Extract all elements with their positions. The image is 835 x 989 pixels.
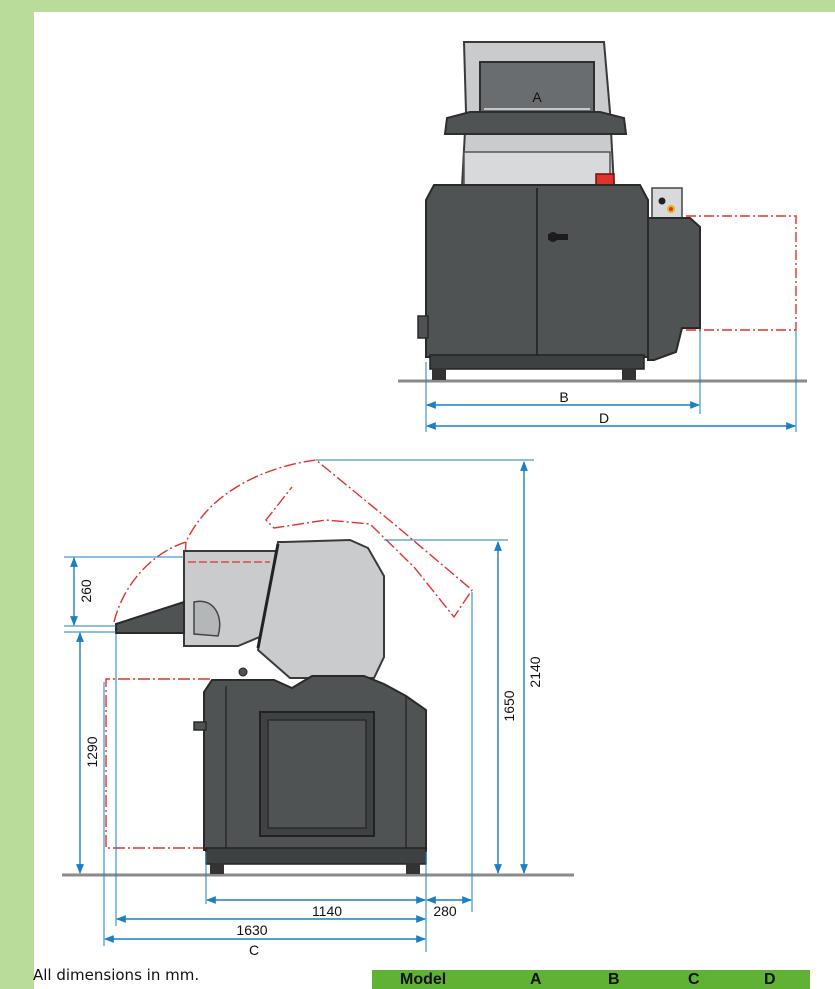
side-base	[205, 847, 427, 865]
table-header-b: B	[608, 971, 620, 988]
dim-2140-label: 2140	[527, 656, 543, 687]
dim-1630-label: 1630	[236, 922, 267, 938]
dim-d-label: D	[599, 410, 609, 426]
front-hood-lower	[463, 151, 611, 189]
front-hopper-lip	[443, 111, 628, 135]
drawing-sheet: A B D	[34, 12, 835, 989]
dim-c-label: C	[249, 942, 259, 958]
side-hopper-flap	[193, 600, 221, 637]
side-feed-chute	[115, 600, 185, 634]
side-door-panel	[267, 719, 367, 829]
side-foot-left	[210, 863, 224, 874]
dim-b-label: B	[559, 389, 568, 405]
dim-1650-label: 1650	[501, 690, 517, 721]
dim-280-label: 280	[433, 903, 457, 919]
side-phantom-door	[105, 678, 210, 849]
front-foot-left	[432, 368, 446, 380]
side-lid	[256, 538, 385, 679]
side-rear-knob	[193, 721, 207, 731]
side-top-bolt	[238, 667, 248, 677]
side-view: 260 1290 1650 2140 1140 280 1630 C	[62, 459, 574, 958]
front-foot-right	[622, 368, 636, 380]
side-lid-hinge	[256, 543, 280, 649]
spec-table-header: Model A B C D	[372, 970, 810, 989]
table-header-a: A	[530, 971, 542, 988]
dimension-drawing: A B D	[62, 41, 807, 958]
table-header-model: Model	[400, 971, 447, 988]
dim-a-label: A	[532, 89, 542, 105]
dim-260-label: 260	[78, 579, 94, 603]
table-header-c: C	[688, 971, 700, 988]
motor-housing	[647, 217, 701, 361]
side-foot-right	[406, 863, 420, 874]
front-view: A B D	[398, 41, 807, 432]
side-phantom-hood	[113, 459, 473, 623]
front-phantom-outline	[686, 215, 797, 331]
dim-1290-label: 1290	[84, 736, 100, 767]
front-base	[429, 354, 645, 370]
front-door-knob	[548, 232, 558, 242]
control-switch-1	[658, 197, 666, 205]
dim-1140-label: 1140	[312, 903, 342, 919]
control-box	[651, 187, 683, 221]
dimensions-note: All dimensions in mm.	[33, 966, 200, 984]
table-header-d: D	[764, 971, 776, 988]
front-side-knob	[417, 315, 429, 339]
control-switch-3	[669, 207, 673, 211]
